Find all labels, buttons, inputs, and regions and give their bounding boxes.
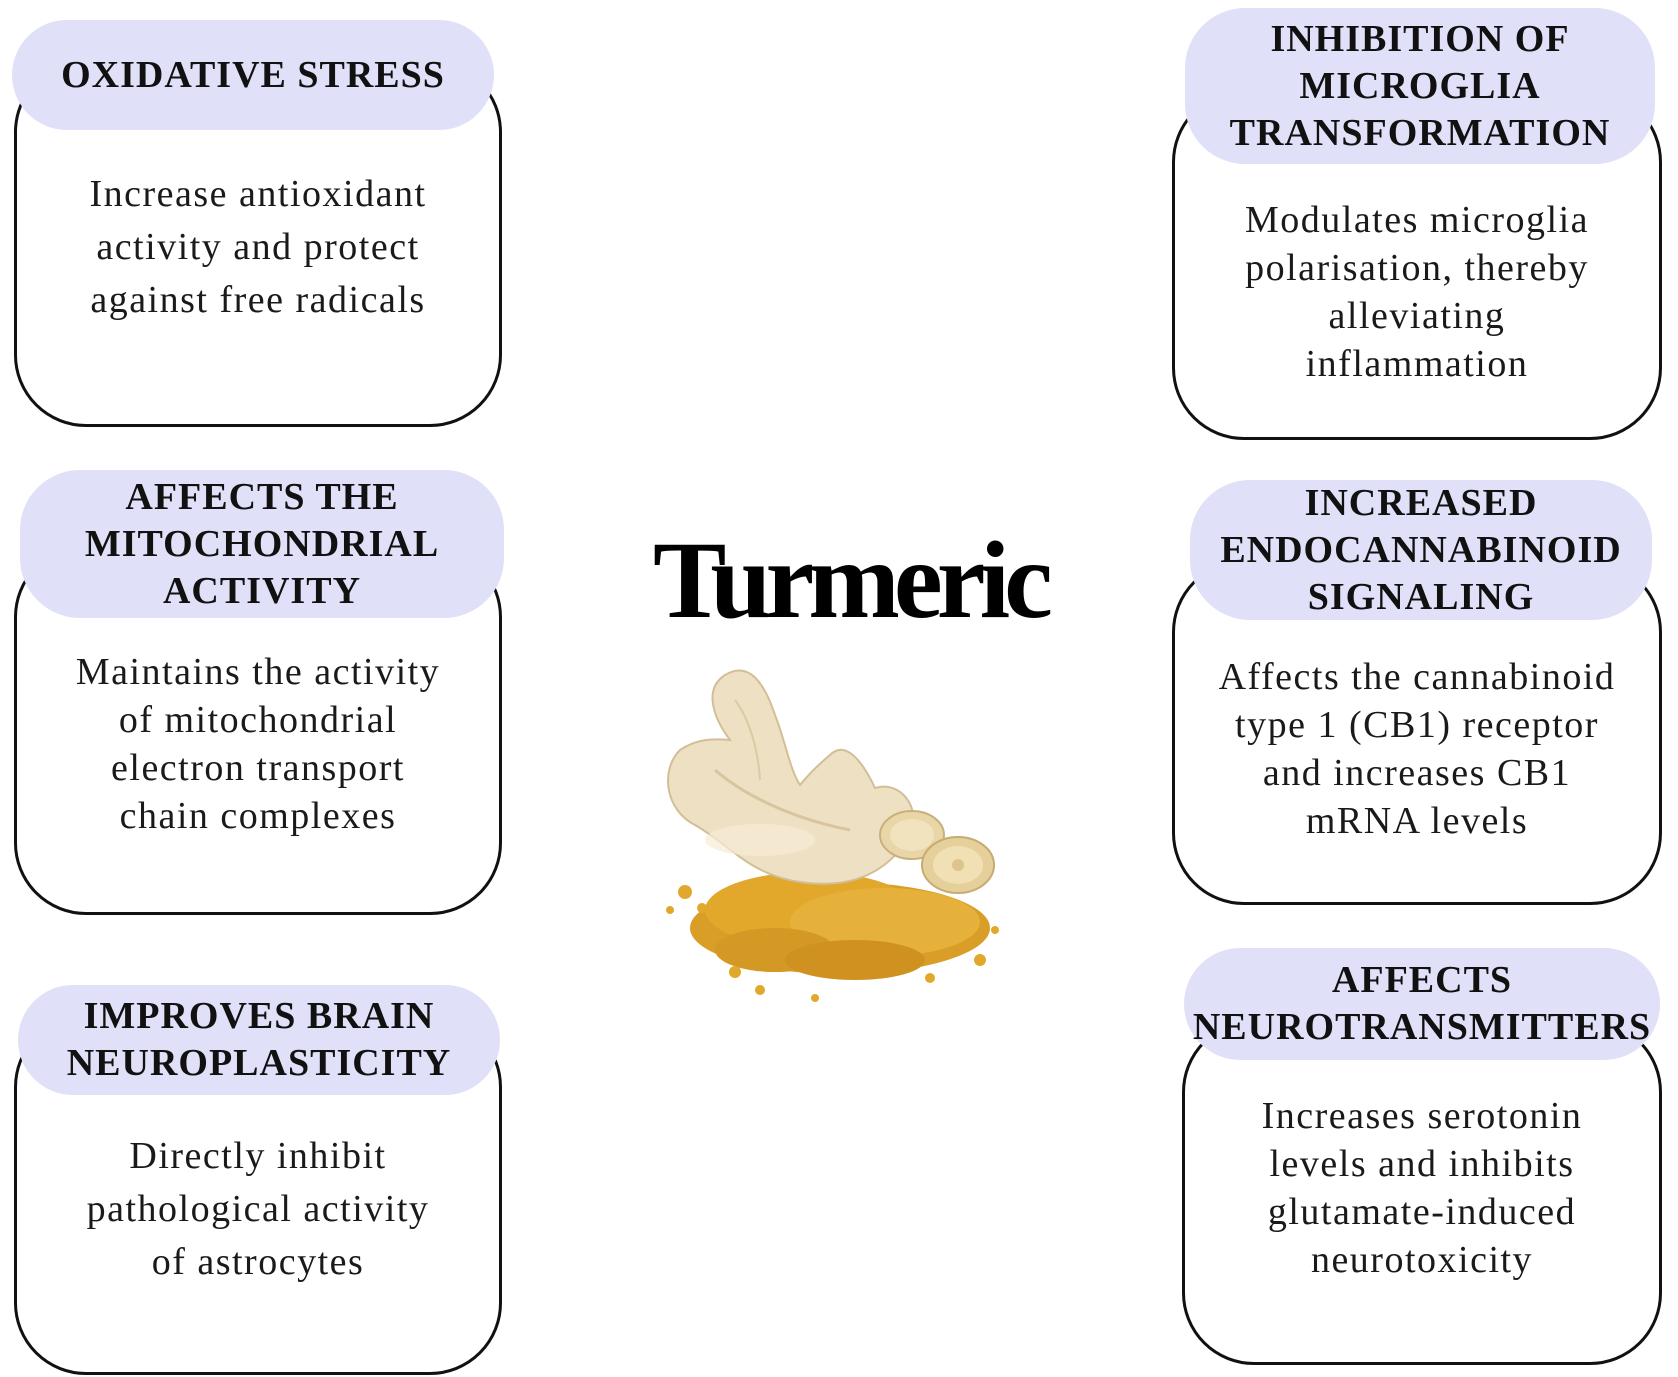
description-line: Affects the cannabinoid (1218, 656, 1616, 698)
description-line: Increases serotonin (1261, 1095, 1583, 1137)
description-line: activity and protect (96, 226, 420, 268)
description-line: Directly inhibit (129, 1135, 387, 1177)
description-line: mRNA levels (1305, 800, 1529, 842)
neurotransmitters-card (1182, 1020, 1662, 1365)
ginger-slices (879, 810, 995, 894)
description-line: Increase antioxidant (89, 173, 427, 215)
microglia-transformation-heading: INHIBITION OF MICROGLIA TRANSFORMATION (1185, 8, 1655, 164)
heading-line: IMPROVES BRAIN (83, 995, 435, 1037)
heading-line: TRANSFORMATION (1229, 111, 1611, 154)
mitochondrial-activity-heading: AFFECTS THE MITOCHONDRIAL ACTIVITY (20, 470, 504, 618)
description-line: levels and inhibits (1269, 1143, 1575, 1185)
neurotransmitters-heading: AFFECTS NEUROTRANSMITTERS (1184, 948, 1660, 1060)
heading-line: MICROGLIA (1299, 64, 1541, 107)
heading-line: NEUROTRANSMITTERS (1192, 1006, 1652, 1048)
ginger-root (667, 669, 995, 894)
neurotransmitters-description: Increases serotonin levels and inhibits … (1182, 1092, 1662, 1284)
heading-line: AFFECTS THE (125, 475, 399, 518)
description-line: glutamate-induced (1267, 1191, 1577, 1233)
microglia-transformation-description: Modulates microglia polarisation, thereb… (1172, 196, 1662, 388)
description-line: electron transport (111, 747, 405, 789)
description-line: neurotoxicity (1310, 1239, 1534, 1281)
description-line: Modulates microglia (1244, 199, 1590, 241)
endocannabinoid-signaling-heading: INCREASED ENDOCANNABINOID SIGNALING (1190, 480, 1652, 620)
brain-neuroplasticity-description: Directly inhibit pathological activity o… (14, 1130, 502, 1289)
description-line: of mitochondrial (118, 699, 398, 741)
description-line: Maintains the activity (75, 651, 441, 693)
description-line: polarisation, thereby (1245, 247, 1589, 289)
heading-line: NEUROPLASTICITY (66, 1042, 452, 1084)
heading-line: SIGNALING (1307, 575, 1535, 618)
description-line: pathological activity (86, 1188, 430, 1230)
heading-line: INHIBITION OF (1270, 17, 1570, 60)
description-line: chain complexes (119, 795, 397, 837)
oxidative-stress-description: Increase antioxidant activity and protec… (14, 168, 502, 327)
endocannabinoid-signaling-description: Affects the cannabinoid type 1 (CB1) rec… (1172, 653, 1662, 845)
diagram-title: Turmeric (653, 519, 1053, 641)
heading-line: MITOCHONDRIAL (84, 522, 440, 565)
heading-line: INCREASED (1304, 481, 1538, 524)
oxidative-stress-heading: OXIDATIVE STRESS (12, 20, 494, 130)
description-line: type 1 (CB1) receptor (1235, 704, 1599, 746)
brain-neuroplasticity-heading: IMPROVES BRAIN NEUROPLASTICITY (18, 985, 500, 1095)
description-line: inflammation (1305, 343, 1529, 385)
description-line: alleviating (1328, 295, 1506, 337)
heading-line: ENDOCANNABINOID (1220, 528, 1622, 571)
mitochondrial-activity-description: Maintains the activity of mitochondrial … (14, 648, 502, 840)
heading-line: ACTIVITY (162, 569, 362, 612)
heading-line: OXIDATIVE STRESS (61, 53, 445, 96)
description-line: against free radicals (90, 279, 426, 321)
description-line: and increases CB1 (1262, 752, 1572, 794)
ginger-root-with-turmeric-powder-icon (640, 660, 1060, 1024)
description-line: of astrocytes (151, 1241, 365, 1283)
turmeric-powder (666, 872, 999, 1002)
heading-line: AFFECTS (1331, 959, 1513, 1001)
